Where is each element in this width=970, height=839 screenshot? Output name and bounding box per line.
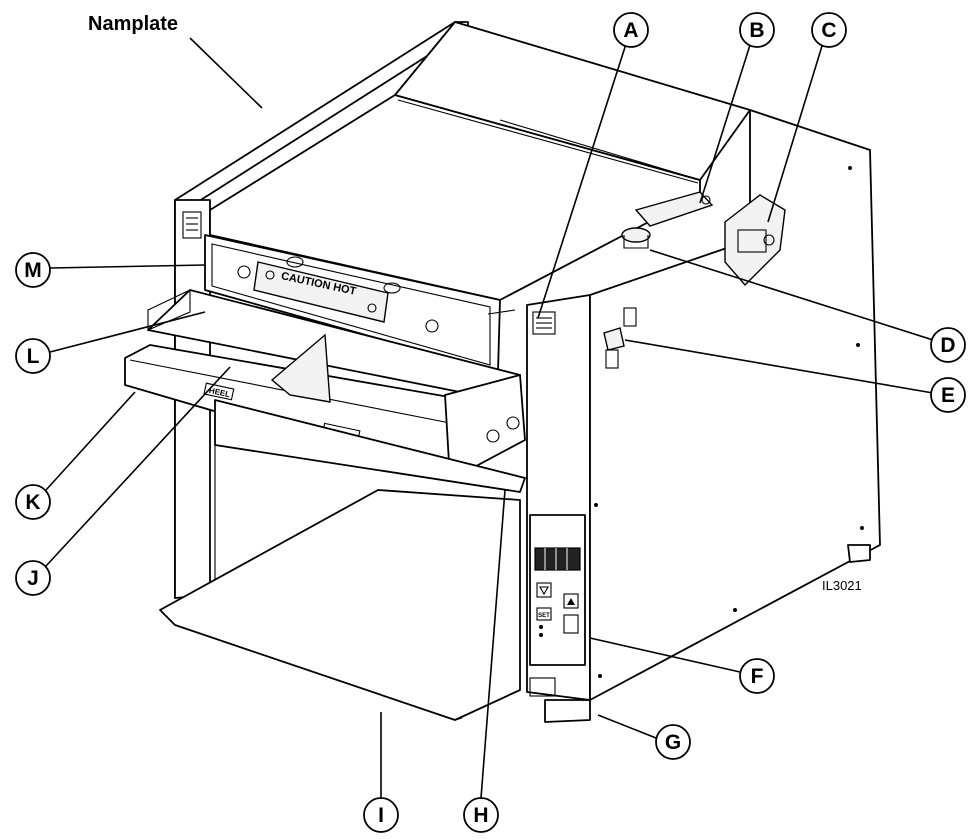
- callout-h: H: [463, 489, 506, 833]
- callout-c-label: C: [821, 19, 836, 42]
- front-knob-left: [237, 265, 251, 279]
- callout-m-label: M: [24, 259, 42, 282]
- heel-label: HEEL: [208, 386, 231, 399]
- down-arrow-button[interactable]: [536, 582, 552, 598]
- left-nameplate-plate: [182, 211, 202, 239]
- nameplate-label: Namplate: [88, 13, 178, 35]
- callout-k-label: K: [25, 491, 40, 514]
- callout-e-label: E: [941, 384, 955, 407]
- callout-a: A: [537, 12, 649, 319]
- power-switch-lower[interactable]: [605, 349, 619, 369]
- set-label: SET: [538, 613, 550, 619]
- down-arrow-icon: [539, 586, 549, 596]
- callout-d: D: [649, 249, 966, 363]
- callout-c: C: [767, 12, 847, 223]
- callout-g-label: G: [665, 731, 681, 754]
- callout-i: I: [363, 712, 399, 833]
- callout-l-label: L: [27, 345, 40, 368]
- callout-h-label: H: [473, 804, 488, 827]
- landing-tray: [159, 489, 521, 721]
- callout-b: B: [699, 12, 775, 204]
- right-guide-bracket: [444, 374, 526, 481]
- callout-d-label: D: [940, 334, 955, 357]
- mode-button[interactable]: [563, 614, 579, 634]
- heel-plate: [203, 382, 235, 401]
- callout-a-label: A: [623, 19, 638, 42]
- set-button[interactable]: [536, 607, 552, 621]
- callout-g: G: [597, 714, 691, 760]
- discharge-chute: [214, 399, 526, 493]
- caution-bar: [253, 261, 389, 323]
- callout-f: F: [589, 637, 775, 694]
- rear-foot: [847, 544, 871, 563]
- control-panel: [529, 514, 586, 666]
- callout-k: K: [15, 391, 136, 520]
- bun-divider: [270, 333, 331, 403]
- power-switch-upper[interactable]: [623, 307, 637, 327]
- machine-illustration: CAUTION HOT HEEL CROWN: [124, 21, 881, 723]
- callout-e: E: [624, 339, 966, 413]
- callout-b-label: B: [749, 19, 764, 42]
- tension-knob[interactable]: [621, 227, 651, 243]
- display-window: [534, 547, 581, 571]
- callout-m: M: [15, 252, 206, 288]
- up-arrow-button[interactable]: [563, 593, 579, 609]
- switch-toggle[interactable]: [603, 327, 625, 351]
- callout-j: J: [15, 366, 231, 596]
- drawing-id-label: IL3021: [822, 578, 862, 593]
- front-knob-right: [425, 319, 439, 333]
- lid-lever[interactable]: [634, 191, 714, 227]
- front-foot: [544, 699, 591, 723]
- callout-f-label: F: [751, 665, 764, 688]
- callout-i-label: I: [378, 804, 384, 827]
- callout-j-label: J: [27, 567, 39, 590]
- nameplate-leader: [189, 37, 263, 109]
- callout-l: L: [15, 311, 206, 374]
- up-arrow-icon: [567, 598, 575, 605]
- right-nameplate-plate: [532, 311, 556, 335]
